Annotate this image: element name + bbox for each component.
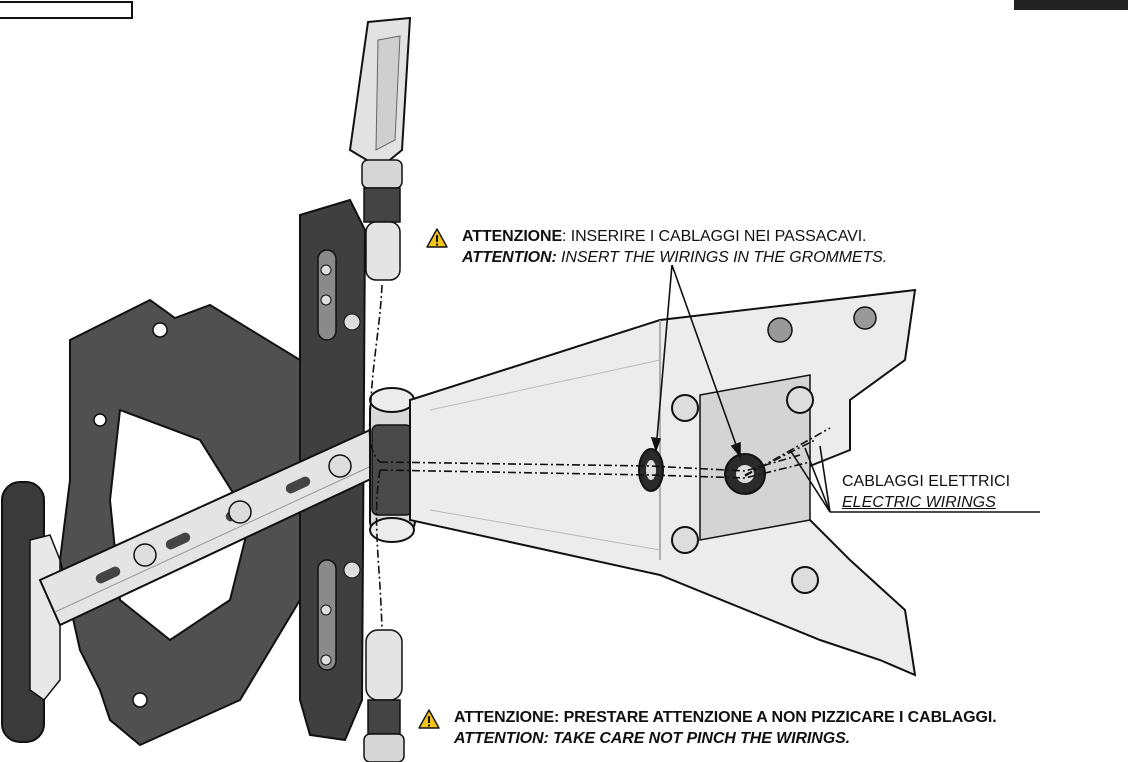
warning-triangle-icon: [418, 709, 440, 729]
reflector: [1, 481, 61, 743]
warning-triangle-icon: [426, 228, 448, 248]
turn-signal-top: [348, 16, 412, 281]
corner-frame: [0, 1, 133, 19]
wirings-label: CABLAGGI ELETTRICI ELECTRIC WIRINGS: [842, 471, 1010, 513]
pinch-warning-it: ATTENZIONE: PRESTARE ATTENZIONE A NON PI…: [454, 709, 997, 726]
grommet-warning-it: ATTENZIONE: INSERIRE I CABLAGGI NEI PASS…: [462, 226, 887, 247]
wirings-label-en: ELECTRIC WIRINGS: [842, 494, 996, 511]
grommets: [638, 448, 766, 495]
wirings-label-it: CABLAGGI ELETTRICI: [842, 473, 1011, 490]
pinch-warning-en: ATTENTION: TAKE CARE NOT PINCH THE WIRIN…: [454, 730, 850, 747]
pinch-warning-note: ATTENZIONE: PRESTARE ATTENZIONE A NON PI…: [454, 707, 997, 749]
warning-text-en: INSERT THE WIRINGS IN THE GROMMETS.: [556, 249, 888, 266]
corner-tab: [1014, 0, 1128, 10]
grommet-warning-en: ATTENTION: INSERT THE WIRINGS IN THE GRO…: [462, 247, 887, 268]
grommet-leaders: [650, 264, 741, 459]
warning-word-en: ATTENTION:: [462, 249, 557, 266]
warning-text-it: : INSERIRE I CABLAGGI NEI PASSACAVI.: [562, 228, 867, 245]
wiring-leaders: [789, 445, 1040, 513]
grommet-warning-note: ATTENZIONE: INSERIRE I CABLAGGI NEI PASS…: [462, 226, 887, 268]
wiring-paths: [368, 284, 831, 631]
mount-plate: [409, 288, 917, 677]
turn-signal-bottom: [363, 629, 405, 762]
warning-word-it: ATTENZIONE: [462, 228, 563, 245]
